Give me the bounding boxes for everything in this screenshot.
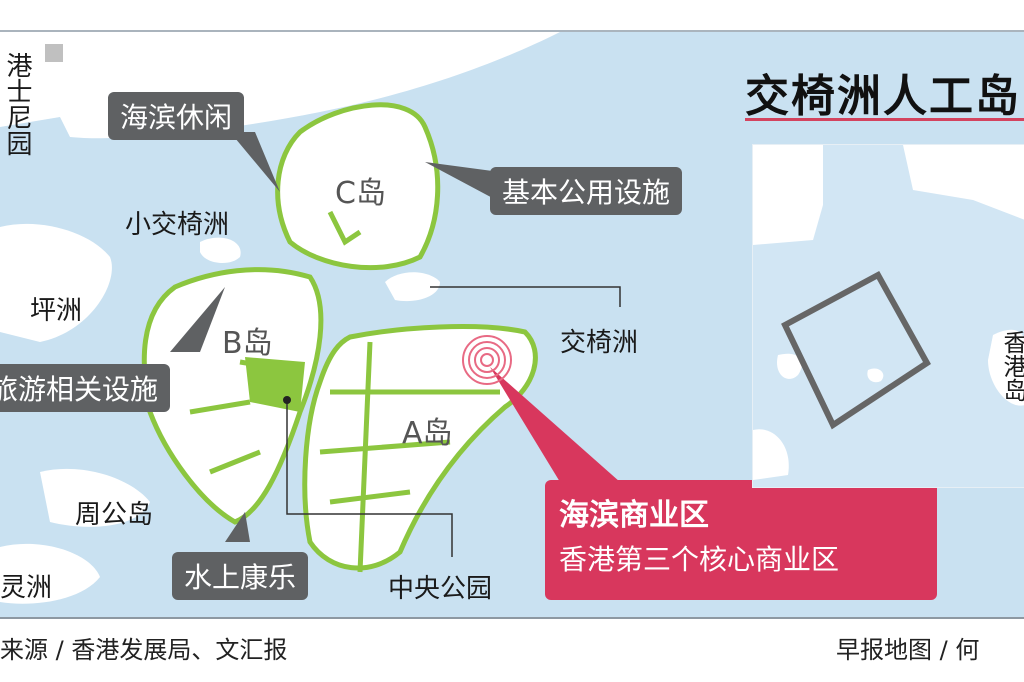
land-top bbox=[0, 32, 560, 139]
land-jiaoyizhou bbox=[385, 272, 440, 302]
label-central-park: 中央公园 bbox=[388, 574, 493, 604]
label-disney: 港士尼园 bbox=[2, 52, 32, 156]
callout-waterfront-leisure: 海滨休闲 bbox=[108, 92, 245, 140]
label-hong-kong-island: 香港岛 bbox=[999, 330, 1024, 402]
label-xiao-jiaoyizhou: 小交椅洲 bbox=[125, 210, 230, 240]
land-pingzhou bbox=[0, 223, 112, 342]
land-zhougong bbox=[40, 468, 150, 527]
island-c-shape bbox=[275, 102, 441, 271]
label-island-a: A岛 bbox=[402, 416, 453, 451]
land-small bbox=[200, 237, 241, 264]
map-title: 交椅洲人工岛 bbox=[745, 71, 1021, 122]
title-rule bbox=[745, 118, 1024, 121]
business-pointer bbox=[490, 367, 620, 482]
inset-graphic bbox=[753, 145, 1024, 480]
business-district-subtitle: 香港第三个核心商业区 bbox=[559, 543, 840, 576]
business-district-callout: 海滨商业区 香港第三个核心商业区 bbox=[545, 480, 937, 600]
business-district-title: 海滨商业区 bbox=[559, 498, 709, 533]
inset-map: 香港岛 bbox=[752, 144, 1024, 488]
label-island-b: B岛 bbox=[222, 326, 273, 361]
callout-water-recreation: 水上康乐 bbox=[172, 552, 309, 600]
land-lingzhou bbox=[0, 543, 100, 604]
label-zhougongdao: 周公岛 bbox=[75, 500, 154, 530]
label-lingzhou: 灵洲 bbox=[0, 573, 53, 603]
label-pingzhou: 坪洲 bbox=[30, 296, 83, 326]
label-jiaoyizhou: 交椅洲 bbox=[560, 328, 639, 358]
legend-square bbox=[45, 44, 63, 62]
callout-tourism: 旅游相关设施 bbox=[0, 364, 171, 412]
map-area: 港士尼园 海滨休闲 基本公用设施 旅游相关设施 水上康乐 小交椅洲 坪洲 交椅洲… bbox=[0, 30, 1024, 619]
footer-credit: 早报地图 / 何 bbox=[836, 636, 980, 664]
callout-public-facilities: 基本公用设施 bbox=[490, 167, 683, 215]
footer-source: 来源 / 香港发展局、文汇报 bbox=[0, 636, 288, 664]
label-island-c: C岛 bbox=[335, 176, 386, 211]
inset-area-outline bbox=[781, 270, 931, 430]
